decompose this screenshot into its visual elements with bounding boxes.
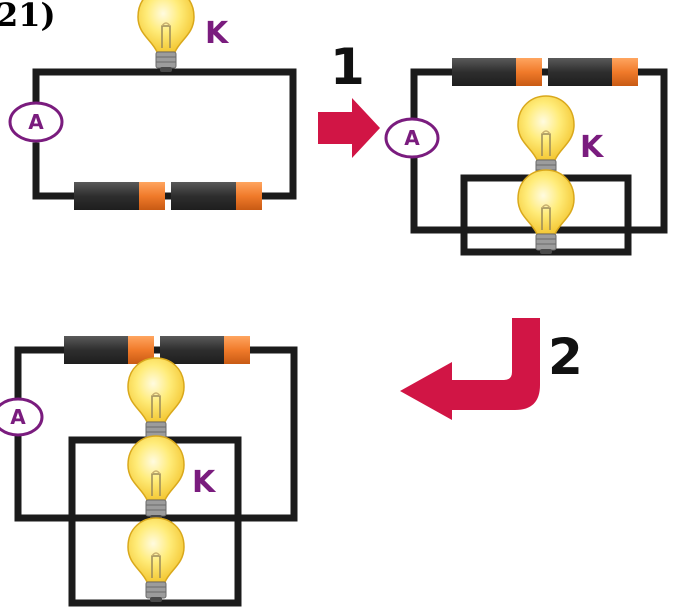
ammeter: A <box>8 101 64 143</box>
turn-down-left-arrow-icon <box>400 318 540 420</box>
battery <box>74 182 262 210</box>
lightbulb-icon <box>517 95 575 181</box>
bulb-label-k: K <box>205 16 230 51</box>
question-number: 21) <box>0 0 56 34</box>
ammeter: A <box>384 117 440 159</box>
step-1-number: 1 <box>330 38 365 96</box>
circuit-initial: A K <box>8 0 297 210</box>
circuit-after-step-1: A K <box>384 58 668 256</box>
circuit-after-step-2: A K <box>0 336 298 607</box>
lightbulb-icon <box>137 0 195 73</box>
ammeter-label: A <box>404 126 420 150</box>
step-2: 2 <box>400 318 583 420</box>
step-2-number: 2 <box>548 328 583 386</box>
ammeter: A <box>0 397 44 437</box>
lightbulb-icon <box>517 169 575 255</box>
lightbulb-icon <box>127 517 185 603</box>
bulb-label-k: K <box>192 465 217 500</box>
ammeter-label: A <box>28 110 44 134</box>
bulb-label-k: K <box>580 130 605 165</box>
right-arrow-icon <box>318 98 380 158</box>
lightbulb-icon <box>127 435 185 521</box>
ammeter-label: A <box>10 405 26 429</box>
lightbulb-icon <box>127 357 185 443</box>
step-1: 1 <box>318 38 380 158</box>
battery <box>64 336 250 364</box>
battery <box>452 58 638 86</box>
